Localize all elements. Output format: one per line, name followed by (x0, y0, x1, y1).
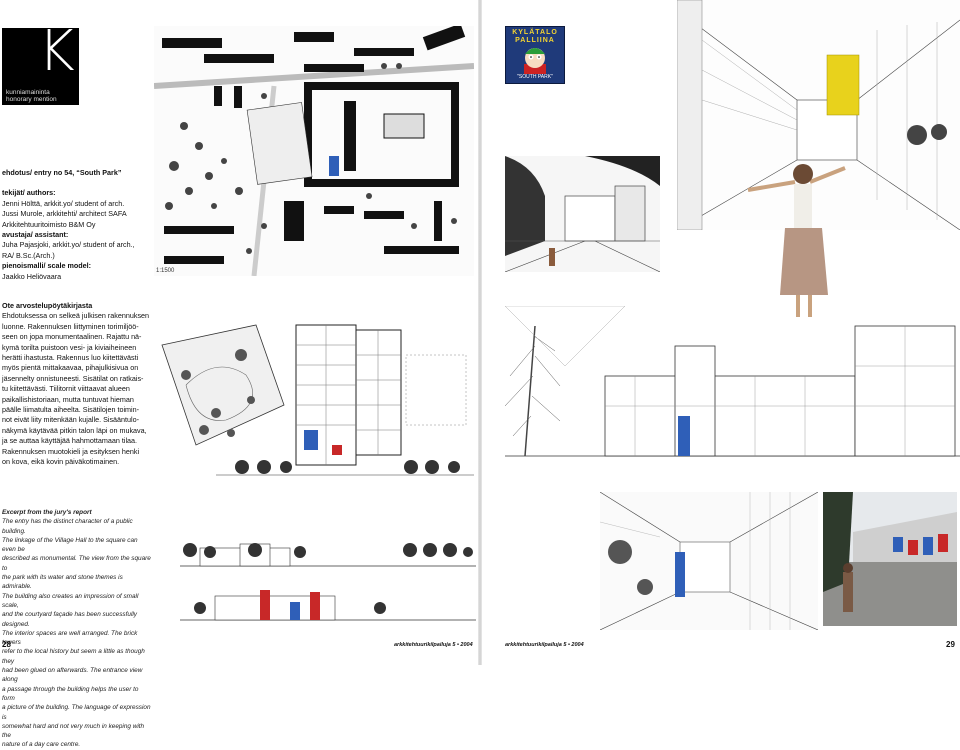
assistant-line: Juha Pajasjoki, arkkit.yo/ student of ar… (2, 240, 135, 250)
award-line-fi: kunniamaininta (6, 89, 50, 96)
authors-heading: tekijät/ authors: (2, 188, 56, 198)
assistant-line: RA/ B.Sc.(Arch.) (2, 250, 55, 260)
elevations (180, 530, 476, 630)
jury-en-line: nature of a day care centre. (2, 741, 81, 749)
jury-fi-line: jäsennelty onnistuneesti. Sisätilat on r… (2, 373, 144, 383)
model-heading: pienoismalli/ scale model: (2, 261, 92, 271)
award-line-en: honorary mention (6, 96, 57, 103)
jury-fi-line: herätti ihastusta. Rakennus luo kiitettä… (2, 353, 139, 363)
jury-en-line: The interior spaces are well arranged. T… (2, 629, 138, 647)
corridor-perspective (599, 491, 819, 631)
poster-title-line2: PALLIINA (515, 37, 555, 44)
jury-fi-line: on kova, eikä kovin päiväkotimainen. (2, 457, 120, 467)
model-maker: Jaakko Heliövaara (2, 271, 62, 281)
jury-en-line: a picture of the building. The language … (2, 704, 151, 721)
jury-fi-line: tu kiitettävästi. Tiilitornit viittaavat… (2, 384, 130, 394)
jury-fi-line: Rakennuksen muotokieli ja esityksen henk… (2, 446, 140, 456)
section-perspective (504, 305, 960, 466)
jury-en-line: The entry has the distinct character of … (2, 518, 133, 535)
exterior-render (823, 492, 957, 626)
entry-title: ehdotus/ entry no 54, “South Park” (2, 168, 122, 177)
jury-fi-line: paikallishistoriaan, mutta tuntuvat hiem… (2, 394, 134, 404)
jury-report-fi: Ote arvostelupöytäkirjasta Ehdotuksessa … (2, 301, 152, 468)
jury-en-heading: Excerpt from the jury's report (2, 509, 92, 516)
jury-en-line: had been glued on afterwards. The entran… (2, 667, 143, 684)
page-gutter (478, 0, 482, 665)
jury-en-line: The building also creates an impression … (2, 592, 139, 609)
street-perspective (504, 156, 661, 273)
site-plan: 1:1500 (153, 23, 475, 277)
jury-fi-line: seen on jopa monumentaalinen. Rajattu nä… (2, 332, 142, 342)
author-line: Jussi Murole, arkkitehti/ architect SAFA (2, 209, 127, 219)
jury-en-line: described as monumental. The view from t… (2, 555, 151, 572)
jury-fi-line: luonne. Rakennuksen liittyminen torimilj… (2, 321, 139, 331)
jury-fi-heading: Ote arvostelupöytäkirjasta (2, 301, 93, 310)
jury-fi-line: kymä torilta puistoon vesi- ja kiviaihei… (2, 342, 137, 352)
magazine-footer-left: arkkitehtuurikilpailuja 5 • 2004 (394, 642, 473, 648)
jury-en-line: refer to the local history but seem a li… (2, 648, 145, 665)
award-letter: K (38, 19, 75, 84)
interior-perspective (676, 0, 960, 231)
jury-en-line: somewhat hard and not very much in keepi… (2, 722, 145, 740)
scale-label: 1:1500 (156, 268, 175, 274)
jury-fi-line: not eivät liity mitenkään kujalle. Sisää… (2, 415, 140, 425)
jury-en-line: a passage through the building helps the… (2, 685, 139, 702)
poster-thumbnail: KYLÄTALO PALLIINA "SOUTH PARK" (505, 26, 565, 84)
poster-title-line1: KYLÄTALO (512, 29, 558, 36)
award-badge: K kunniamaininta honorary mention (2, 24, 79, 105)
jury-en-line: The linkage of the Village Hall to the s… (2, 536, 138, 554)
page-number-left: 28 (2, 640, 11, 649)
cartoon-character-icon (524, 48, 546, 74)
page-number-right: 29 (946, 640, 955, 649)
author-line: Arkkitehtuuritoimisto B&M Oy (2, 219, 96, 229)
jury-fi-line: myös pientä mittakaavaa, pihajulkisivua … (2, 363, 139, 373)
floor-plan (156, 305, 476, 483)
dancer-figure (740, 160, 855, 320)
jury-en-line: the park with its water and stone themes… (2, 574, 123, 591)
magazine-footer-right: arkkitehtuurikilpailuja 5 • 2004 (505, 642, 584, 648)
poster-caption: "SOUTH PARK" (517, 74, 553, 80)
jury-fi-line: ja se auttaa käyttäjää hahmottamaan tila… (2, 436, 138, 446)
jury-en-line: and the courtyard façade has been succes… (2, 611, 137, 628)
entry-credits: ehdotus/ entry no 54, “South Park” tekij… (2, 168, 152, 282)
jury-report-en: Excerpt from the jury's report The entry… (2, 508, 152, 750)
jury-fi-line: näkymä käytävää pitkin talon läpi on muk… (2, 425, 147, 435)
assistant-heading: avustaja/ assistant: (2, 230, 69, 240)
author-line: Jenni Hölttä, arkkit.yo/ student of arch… (2, 198, 125, 208)
jury-fi-line: Ehdotuksessa on selkeä julkisen rakennuk… (2, 311, 150, 321)
jury-fi-line: päälle liimatulta aiheelta. Sisätilojen … (2, 405, 140, 415)
